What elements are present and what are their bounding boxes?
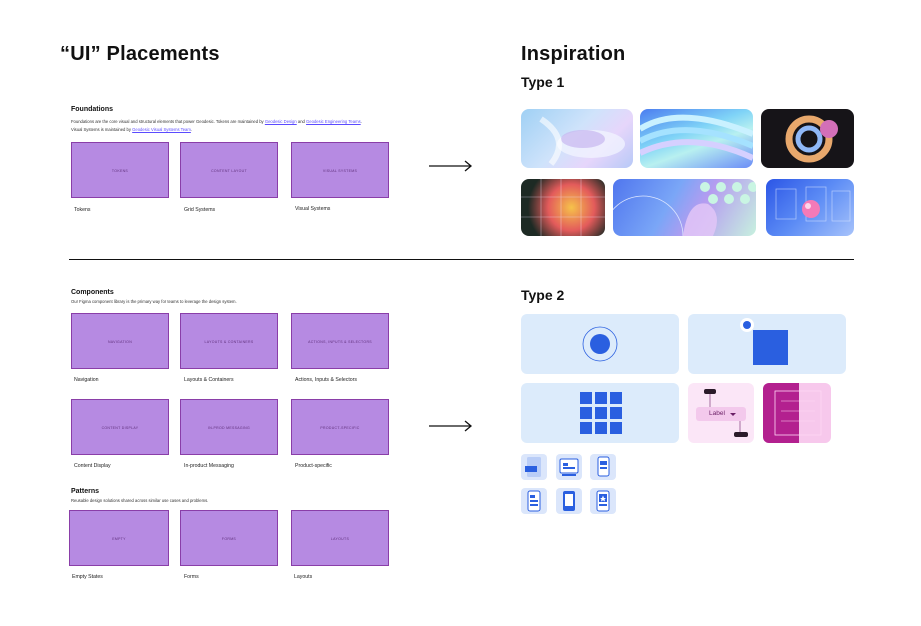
tile-label: LAYOUTS & CONTAINERS bbox=[204, 340, 254, 344]
dropdown-label: Label bbox=[709, 410, 725, 417]
abstract-sphere-icon bbox=[775, 186, 851, 222]
type2-label: Type 2 bbox=[521, 287, 565, 303]
right-arrow-icon bbox=[429, 420, 473, 432]
inspiration-image-6 bbox=[766, 179, 854, 236]
abstract-grid-icon bbox=[521, 179, 605, 236]
foundations-desc-text: . Visual Systems is maintained by bbox=[71, 119, 362, 132]
tile-label: EMPTY bbox=[112, 537, 126, 541]
tile-caption: Empty States bbox=[72, 574, 103, 580]
chevron-down-icon bbox=[704, 389, 748, 437]
components-description: Our Figma component library is the prima… bbox=[71, 299, 237, 304]
tile-label: FORMS bbox=[221, 537, 237, 541]
inspiration-image-5 bbox=[613, 179, 756, 236]
tile-caption: Actions, Inputs & Selectors bbox=[295, 377, 357, 383]
tile-label: ACTIONS, INPUTS & SELECTORS bbox=[308, 340, 372, 344]
patterns-title: Patterns bbox=[71, 488, 100, 495]
inspiration-image-2 bbox=[640, 109, 753, 168]
square-illustration-card bbox=[688, 314, 846, 374]
grid-icon bbox=[580, 392, 622, 434]
layouts-containers-tile[interactable]: LAYOUTS & CONTAINERS bbox=[180, 313, 278, 369]
product-specific-tile[interactable]: PRODUCT-SPECIFIC bbox=[291, 399, 389, 455]
tile-caption: Layouts bbox=[294, 574, 313, 580]
forms-tile[interactable]: FORMS bbox=[180, 510, 278, 566]
blue-square-icon bbox=[740, 318, 788, 365]
section-divider bbox=[69, 259, 854, 261]
placements-title: “UI” Placements bbox=[60, 43, 220, 65]
tile-caption: Layouts & Containers bbox=[184, 377, 234, 383]
tile-label: VISUAL SYSTEMS bbox=[322, 169, 358, 173]
foundations-desc-text: Foundations are the core visual and stru… bbox=[71, 119, 265, 124]
layout-wireframe-icon bbox=[774, 390, 822, 436]
inspiration-image-3 bbox=[761, 109, 854, 168]
abstract-dots-icon bbox=[613, 182, 756, 236]
tile-label: NAVIGATION bbox=[107, 340, 133, 344]
phone-card-icon bbox=[590, 454, 616, 480]
patterns-description: Reusable design solutions shared across … bbox=[71, 498, 209, 503]
ad-card-icon bbox=[521, 454, 547, 480]
inspiration-title: Inspiration bbox=[521, 43, 626, 65]
actions-inputs-selectors-tile[interactable]: ACTIONS, INPUTS & SELECTORS bbox=[291, 313, 389, 369]
empty-states-tile[interactable]: EMPTY bbox=[69, 510, 169, 566]
phone-list-icon bbox=[521, 488, 547, 514]
navigation-tile[interactable]: NAVIGATION bbox=[71, 313, 169, 369]
tile-caption: In-product Messaging bbox=[184, 463, 234, 469]
abstract-waves-icon bbox=[640, 114, 753, 161]
in-product-messaging-tile[interactable]: IN-PROD MESSAGING bbox=[180, 399, 278, 455]
tile-caption: Forms bbox=[184, 574, 199, 580]
tile-label: PRODUCT-SPECIFIC bbox=[320, 426, 360, 430]
phone-icon bbox=[556, 488, 582, 514]
dropdown-illustration-card: Label bbox=[688, 383, 754, 443]
content-display-tile[interactable]: CONTENT DISPLAY bbox=[71, 399, 169, 455]
magenta-panel bbox=[763, 383, 799, 443]
tile-label: CONTENT DISPLAY bbox=[101, 426, 139, 430]
components-title: Components bbox=[71, 289, 114, 296]
tile-caption: Navigation bbox=[74, 377, 99, 383]
geodesic-design-link[interactable]: Geodesic Design bbox=[264, 119, 297, 124]
tile-caption: Grid Systems bbox=[184, 207, 216, 213]
tile-label: IN-PROD MESSAGING bbox=[207, 426, 251, 430]
geodesic-engineering-link[interactable]: Geodesic Engineering Teams bbox=[306, 119, 361, 124]
tile-caption: Content Display bbox=[74, 463, 111, 469]
tile-label: CONTENT LAYOUT bbox=[211, 169, 247, 173]
type1-label: Type 1 bbox=[521, 74, 565, 90]
radio-illustration-card bbox=[521, 314, 679, 374]
layout-illustration-card bbox=[763, 383, 831, 443]
grid-systems-tile[interactable]: CONTENT LAYOUT bbox=[180, 142, 278, 198]
inspiration-image-1 bbox=[521, 109, 633, 168]
tile-label: TOKENS bbox=[111, 169, 129, 173]
right-arrow-icon bbox=[429, 160, 473, 172]
grid-illustration-card bbox=[521, 383, 679, 443]
inspiration-image-4 bbox=[521, 179, 605, 236]
geodesic-visual-systems-link[interactable]: Geodesic Visual Systems Team bbox=[132, 126, 191, 132]
layouts-tile[interactable]: LAYOUTS bbox=[291, 510, 389, 566]
tile-caption: Tokens bbox=[74, 207, 91, 213]
tokens-tile[interactable]: TOKENS bbox=[71, 142, 169, 198]
visual-systems-tile[interactable]: VISUAL SYSTEMS bbox=[291, 142, 389, 198]
tile-caption: Visual Systems bbox=[295, 206, 331, 212]
foundations-desc-text: and bbox=[296, 119, 307, 124]
tile-label: LAYOUTS bbox=[330, 537, 350, 541]
foundations-description: Foundations are the core visual and stru… bbox=[71, 118, 371, 133]
abstract-glass-icon bbox=[539, 116, 625, 166]
screen-list-icon bbox=[556, 454, 582, 480]
tile-caption: Product-specific bbox=[295, 463, 332, 469]
dropdown-chip bbox=[696, 407, 746, 421]
foundations-desc-text: . bbox=[190, 126, 193, 132]
abstract-rings-icon bbox=[785, 115, 838, 163]
radio-button-icon bbox=[582, 326, 618, 362]
phone-star-icon bbox=[590, 488, 616, 514]
foundations-title: Foundations bbox=[71, 106, 113, 113]
